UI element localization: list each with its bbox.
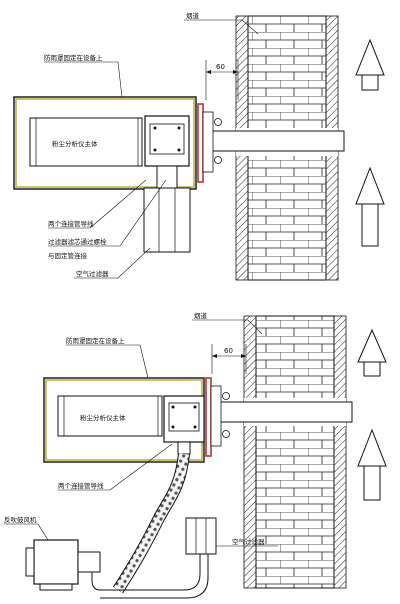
top-flow-arrow-upper — [355, 38, 385, 76]
top-label-plate2: 与固定管连接 — [48, 251, 88, 260]
bottom-flange — [205, 377, 212, 457]
bottom-label-blower: 反吹鼓风机 — [4, 515, 37, 524]
top-flow-arrow-upper-stem — [361, 74, 379, 91]
top-flow-arrow-lower — [355, 166, 385, 205]
top-label-mount: 防雨罩固定在设备上 — [44, 53, 103, 62]
bottom-label-analyzer: 粉尘分析仪主体 — [80, 413, 126, 422]
bottom-label-filter: 空气过滤器 — [232, 537, 265, 546]
bottom-label-tube: 两个连接管导线 — [58, 481, 104, 490]
top-label-wall: 烟道 — [186, 11, 200, 20]
top-label-analyzer: 粉尘分析仪主体 — [52, 139, 98, 148]
bottom-blower-body — [33, 539, 79, 585]
top-label-plate: 过滤器滤芯通过螺栓 — [48, 237, 107, 246]
top-flow-arrow-lower-stem — [361, 203, 379, 247]
bottom-wall-hatch-right — [333, 315, 347, 589]
top-filter-neck — [156, 165, 178, 189]
bottom-connection-box — [163, 395, 205, 443]
bottom-flow-arrow-upper — [357, 328, 387, 363]
top-air-filter — [143, 187, 191, 253]
bottom-label-wall: 烟道 — [194, 311, 208, 320]
bottom-wall-bricks — [255, 315, 335, 589]
bottom-dimension-label: 60 — [224, 347, 233, 355]
bottom-air-filter — [185, 517, 217, 555]
top-probe-tube — [197, 130, 345, 152]
bottom-flow-arrow-lower — [357, 428, 387, 467]
top-housing-inner — [15, 98, 195, 188]
top-analyzer-body — [29, 117, 143, 167]
top-dimension-label: 60 — [216, 63, 225, 71]
top-label-filter: 空气过滤器 — [76, 269, 109, 278]
bottom-air-pipe — [91, 554, 201, 591]
bottom-analyzer-body — [57, 395, 163, 437]
top-label-tube: 两个连接管导线 — [48, 219, 94, 228]
top-connection-box — [144, 115, 190, 167]
top-flange — [197, 103, 204, 183]
bottom-diagram: 60 烟道 防雨罩固定在设备上 粉尘分析仪主体 两个连接管导线 反吹鼓风机 — [4, 311, 387, 599]
top-diagram: 60 烟道 防雨罩固定在设备上 粉尘分析仪主体 两个连接管导线 过滤器滤芯通过螺… — [13, 11, 385, 281]
bottom-label-mount: 防雨罩固定在设备上 — [66, 336, 125, 345]
bottom-probe-tube — [205, 401, 353, 423]
